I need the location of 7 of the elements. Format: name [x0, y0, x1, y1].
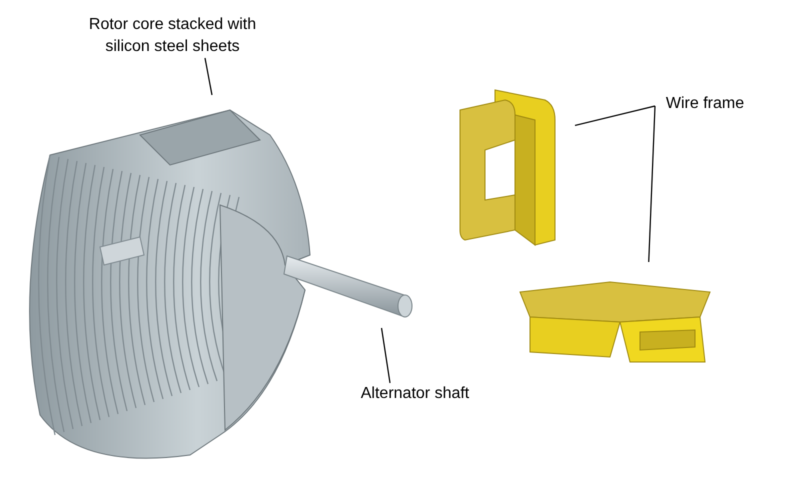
leader-line — [574, 105, 656, 126]
part-label: Alternator shaft — [360, 384, 470, 404]
part-label: Wire frame — [666, 94, 744, 114]
leader-line — [648, 106, 656, 262]
leader-line — [380, 328, 391, 384]
leader-line — [204, 58, 213, 96]
part-label: Rotor core stacked with silicon steel sheets — [88, 15, 258, 57]
